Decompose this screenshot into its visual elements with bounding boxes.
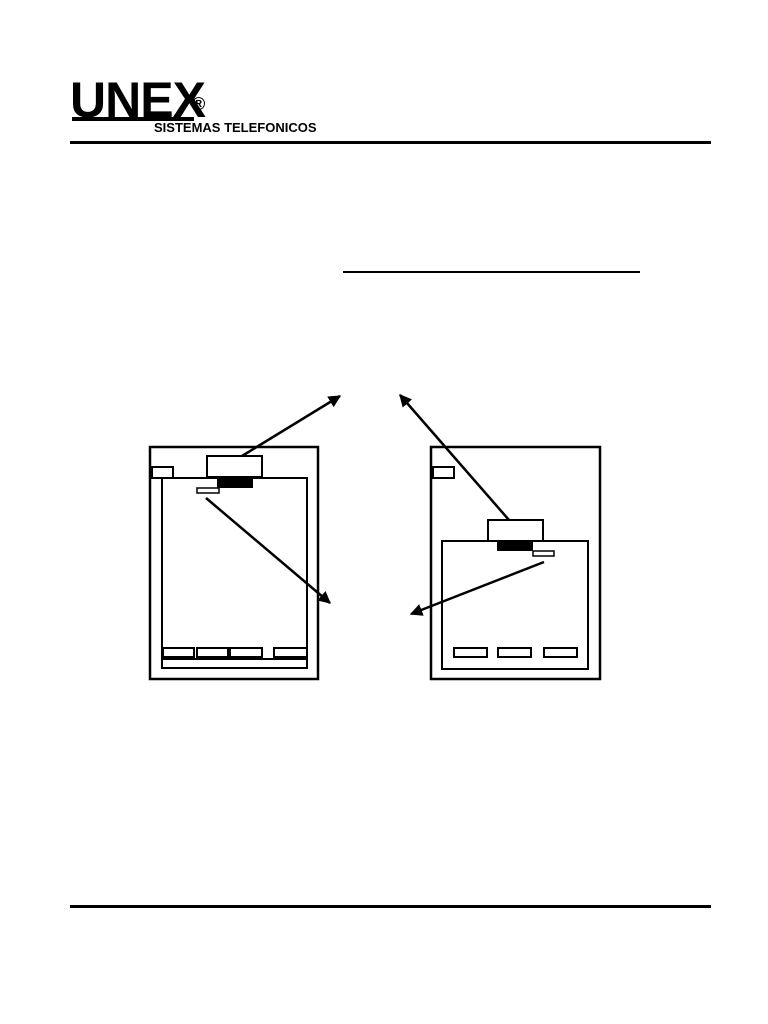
right-panel bbox=[429, 445, 602, 681]
left-panel bbox=[148, 445, 320, 681]
header-rule bbox=[70, 141, 711, 144]
title-underline bbox=[343, 271, 640, 273]
right-key-2 bbox=[497, 647, 532, 658]
footer-rule bbox=[70, 905, 711, 908]
arrow-left-up bbox=[241, 394, 342, 458]
right-outer-frame bbox=[429, 445, 602, 681]
left-key-1 bbox=[162, 647, 195, 658]
arrow-right-down bbox=[409, 560, 545, 616]
right-key-3 bbox=[543, 647, 578, 658]
right-key-1 bbox=[453, 647, 488, 658]
arrow-left-down bbox=[205, 497, 331, 604]
left-top-block bbox=[206, 455, 263, 478]
unex-logo: UNEX ® SISTEMAS TELEFONICOS bbox=[70, 72, 360, 140]
left-dark-bar bbox=[217, 477, 253, 488]
left-corner-tab bbox=[151, 466, 174, 479]
left-key-3 bbox=[229, 647, 263, 658]
left-key-4 bbox=[273, 647, 308, 658]
arrow-right-up bbox=[399, 394, 510, 521]
logo-underline bbox=[72, 117, 194, 121]
left-outer-frame bbox=[148, 445, 320, 681]
left-inner-frame bbox=[161, 477, 308, 669]
left-key-2 bbox=[196, 647, 229, 658]
right-small-slot bbox=[532, 550, 555, 557]
registered-mark: ® bbox=[192, 94, 206, 114]
logo-subtitle: SISTEMAS TELEFONICOS bbox=[154, 120, 317, 135]
right-corner-tab bbox=[432, 466, 455, 479]
right-top-block bbox=[487, 519, 544, 542]
right-dark-bar bbox=[497, 541, 533, 551]
left-small-slot bbox=[196, 487, 220, 494]
